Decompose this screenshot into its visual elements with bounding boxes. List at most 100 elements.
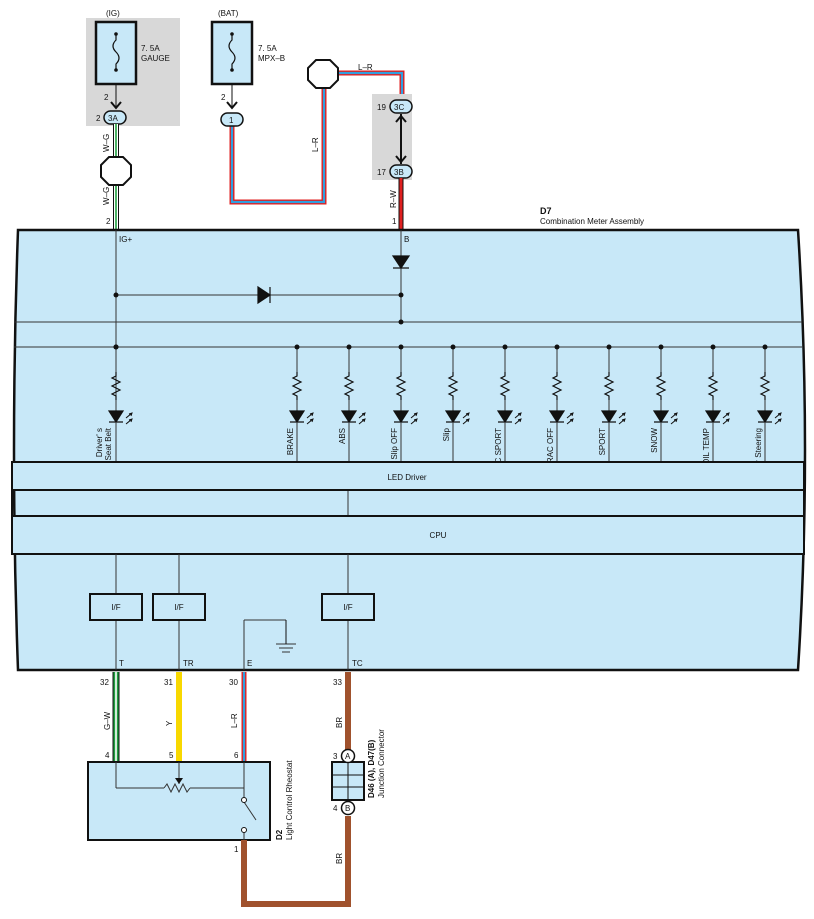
indicator-6: TRAC OFF	[546, 344, 574, 468]
meter-pin-b: 1	[392, 217, 397, 226]
wire-label-bottom: BR	[335, 853, 344, 864]
indicator-3: Slip OFF	[390, 344, 418, 462]
ig-fuse	[94, 20, 138, 86]
splice-point-ig	[100, 156, 132, 186]
terminal-tr: TR	[183, 659, 194, 668]
interface-label-t: I/F	[111, 603, 120, 612]
ig-fuse-rating: 7. 5A	[141, 44, 160, 53]
indicator-3-label: Slip OFF	[390, 428, 399, 460]
splice-point-top	[307, 59, 339, 89]
junction-down-chevron-icon	[395, 155, 407, 164]
interface-label-tc: I/F	[343, 603, 352, 612]
terminal-t-pin: 32	[100, 678, 109, 687]
indicator-7-light-rays-icon	[618, 412, 626, 425]
indicator-9: A/T OIL TEMP	[702, 344, 730, 479]
junction-connector-id: D46 (A), D47(B)	[367, 739, 376, 798]
wire-label-tc: BR	[335, 717, 344, 728]
rheostat-pin-e: 6	[234, 751, 239, 760]
indicator-4-label: Slip	[442, 427, 451, 441]
indicator-4-resistor-icon	[447, 372, 459, 400]
junction-connector-3c-id: 3C	[394, 103, 404, 112]
indicator-10-resistor-icon	[759, 372, 771, 400]
junction-connector-a-id: A	[345, 752, 351, 761]
rheostat-pin-bottom: 1	[234, 845, 239, 854]
indicator-2-resistor-icon	[343, 372, 355, 400]
ig-fuse-name: GAUGE	[141, 54, 170, 63]
wire-label-e: L–R	[230, 713, 239, 728]
terminal-ig: IG+	[119, 235, 132, 244]
indicator-5: VSC SPORT	[494, 344, 522, 474]
indicator-2-light-rays-icon	[358, 412, 366, 425]
junction-connector-b-icon	[340, 800, 356, 816]
indicator-5-light-rays-icon	[514, 412, 522, 425]
indicator-1-label: BRAKE	[286, 428, 295, 455]
ig-fuse-pin: 2	[104, 93, 109, 102]
indicator-10-light-rays-icon	[774, 412, 782, 425]
wire-label-bat-splice-top: L–R	[358, 63, 373, 72]
led-driver-label: LED Driver	[387, 473, 426, 482]
indicator-6-label: TRAC OFF	[546, 428, 555, 468]
junction-pin-top: 19	[377, 103, 386, 112]
ig-source-label: (IG)	[106, 9, 120, 18]
led-driver-block	[11, 461, 805, 491]
ig-connector-pin: 2	[96, 114, 101, 123]
indicator-1-light-rays-icon	[306, 412, 314, 425]
cpu-label: CPU	[430, 531, 447, 540]
bat-fuse-rating: 7. 5A	[258, 44, 277, 53]
indicator-3-resistor-icon	[395, 372, 407, 400]
indicator-9-resistor-icon	[707, 372, 719, 400]
bat-source-label: (BAT)	[218, 9, 239, 18]
bat-chevron-icon	[226, 101, 238, 110]
interface-block-tc	[321, 593, 375, 621]
terminal-tr-pin: 31	[164, 678, 173, 687]
indicator-10: Power Steering	[754, 344, 782, 483]
if-wiring	[115, 554, 349, 670]
combination-meter-panel	[12, 228, 807, 672]
bat-fuse-pin: 2	[221, 93, 226, 102]
bottom-br-wire	[241, 816, 351, 907]
indicator-8-light-rays-icon	[670, 412, 678, 425]
indicator-9-light-rays-icon	[722, 412, 730, 425]
junction-connector-3b-id: 3B	[394, 168, 404, 177]
indicator-5-resistor-icon	[499, 372, 511, 400]
rheostat-id: D2	[275, 829, 284, 840]
wire-label-b-feed: R–W	[389, 190, 398, 208]
indicator-7-resistor-icon	[603, 372, 615, 400]
meter-name: Combination Meter Assembly	[540, 217, 644, 226]
indicator-0-light-rays-icon	[125, 412, 133, 425]
terminal-b: B	[404, 235, 409, 244]
rheostat-pin-tr: 5	[169, 751, 174, 760]
rheostat-pin-t: 4	[105, 751, 110, 760]
indicator-7: SPORT	[598, 344, 626, 462]
indicator-7-label: SPORT	[598, 428, 607, 456]
interface-block-t	[89, 593, 143, 621]
indicator-4: Slip	[442, 344, 470, 462]
indicator-0-label: Driver' sSeat Belt	[95, 427, 113, 460]
indicator-5-label: VSC SPORT	[494, 428, 503, 474]
ig-chevron-icon	[110, 101, 122, 110]
cpu-block	[11, 515, 805, 555]
indicator-6-light-rays-icon	[566, 412, 574, 425]
junction-connector-grid	[332, 762, 364, 800]
indicator-1-resistor-icon	[291, 372, 303, 400]
indicator-3-light-rays-icon	[410, 412, 418, 425]
indicator-8-label: SNOW	[650, 428, 659, 453]
bat-wire	[229, 70, 405, 205]
indicator-0-resistor-icon	[110, 372, 122, 400]
diode-icon-ig	[257, 285, 272, 305]
junction-up-chevron-icon	[395, 114, 407, 123]
bat-connector	[220, 112, 244, 127]
junction-connector-name: Junction Connector	[377, 729, 386, 798]
indicator-8-resistor-icon	[655, 372, 667, 400]
wire-label-bat-vertical: L–R	[311, 137, 320, 152]
indicator-2: ABS	[338, 344, 366, 462]
bat-connector-id: 1	[229, 116, 234, 125]
indicator-0: Driver' sSeat Belt	[95, 344, 133, 462]
bat-fuse	[210, 20, 254, 86]
junction-connector-a-pin: 3	[333, 752, 338, 761]
indicator-group: Driver' sSeat Belt BRAKE ABS Slip OFF Slip VS…	[95, 344, 782, 483]
terminal-t: T	[119, 659, 124, 668]
indicator-4-light-rays-icon	[462, 412, 470, 425]
wire-label-t: G–W	[103, 711, 112, 730]
